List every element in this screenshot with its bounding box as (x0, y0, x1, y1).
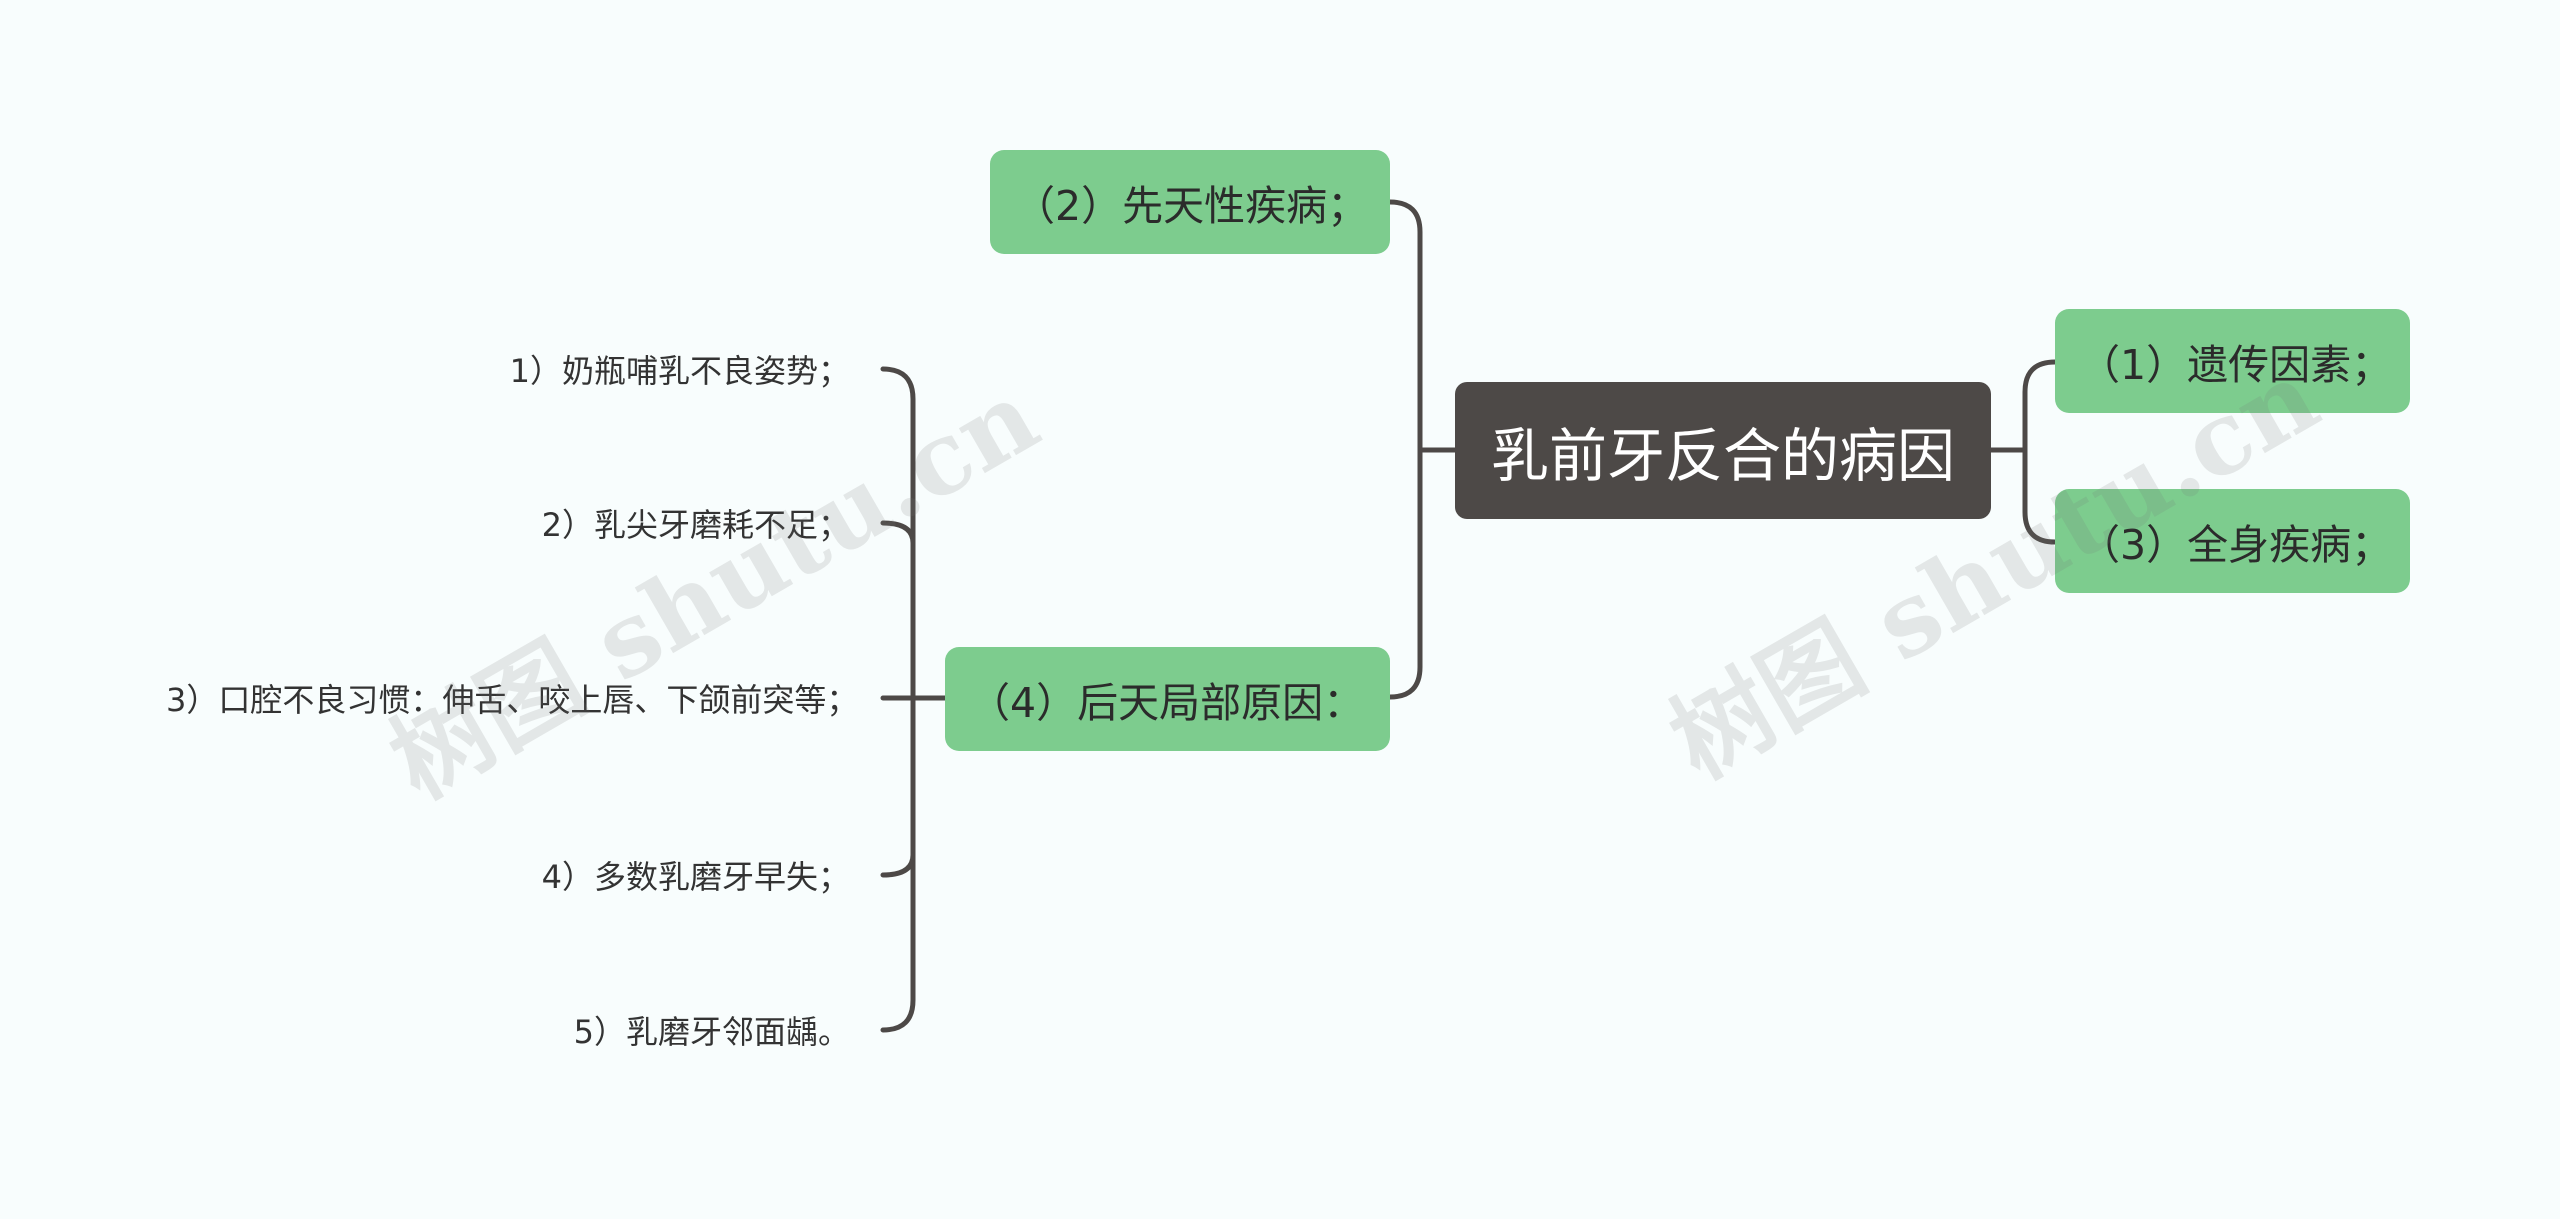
sub-item-molar-loss[interactable]: 4）多数乳磨牙早失； (420, 852, 850, 898)
branch-label: （1）遗传因素； (2079, 341, 2393, 389)
sub-item-label: 4）多数乳磨牙早失； (541, 858, 850, 896)
connector-left-trunk (1387, 199, 1423, 700)
branch-label: （4）后天局部原因： (969, 679, 1365, 727)
sub-item-label: 2）乳尖牙磨耗不足； (541, 506, 850, 544)
sub-item-oral-habits[interactable]: 3）口腔不良习惯：伸舌、咬上唇、下颌前突等； (166, 655, 866, 745)
root-node-label: 乳前牙反合的病因 (1490, 421, 1955, 490)
branch-congenital-disease[interactable]: （2）先天性疾病； (990, 150, 1390, 254)
connector-sub-2 (880, 520, 916, 546)
sub-item-bottle-feeding[interactable]: 1）奶瓶哺乳不良姿势； (420, 346, 850, 392)
sub-item-label: 5）乳磨牙邻面龋。 (573, 1013, 850, 1051)
branch-genetic-factors[interactable]: （1）遗传因素； (2055, 309, 2410, 413)
connector-sub-4 (880, 852, 916, 878)
branch-acquired-local-causes[interactable]: （4）后天局部原因： (945, 647, 1390, 751)
sub-item-molar-caries[interactable]: 5）乳磨牙邻面龋。 (420, 1007, 850, 1053)
sub-item-label: 3）口腔不良习惯：伸舌、咬上唇、下颌前突等； (166, 681, 859, 719)
branch-label: （2）先天性疾病； (1014, 182, 1369, 230)
branch-label: （3）全身疾病； (2079, 521, 2393, 569)
root-node[interactable]: 乳前牙反合的病因 (1455, 382, 1991, 519)
connector-right-trunk (2022, 359, 2058, 545)
branch-systemic-disease[interactable]: （3）全身疾病； (2055, 489, 2410, 593)
sub-item-label: 1）奶瓶哺乳不良姿势； (509, 352, 850, 390)
sub-item-canine-wear[interactable]: 2）乳尖牙磨耗不足； (420, 500, 850, 546)
